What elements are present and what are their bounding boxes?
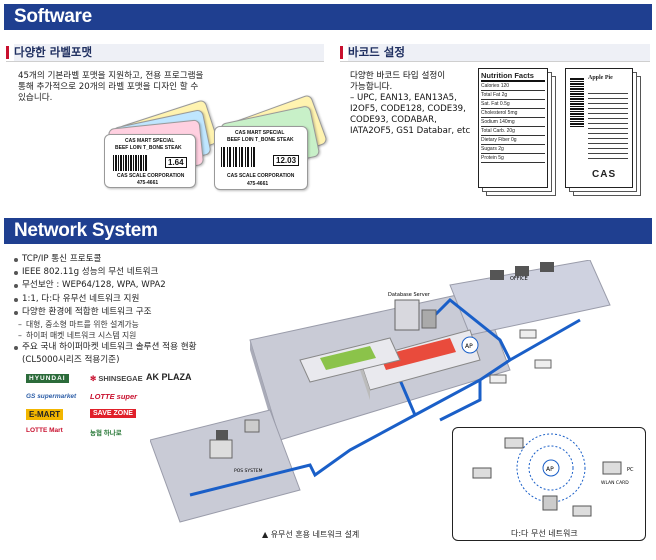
label-format-heading: 다양한 라벨포맷 bbox=[6, 44, 324, 62]
logo-lotte-mart: LOTTE Mart bbox=[26, 427, 63, 434]
ap-label: AP bbox=[465, 343, 473, 350]
software-title: Software bbox=[14, 6, 92, 27]
barcode-heading: 바코드 설정 bbox=[340, 44, 650, 62]
logo-nonghyup: 농협 하나로 bbox=[90, 430, 122, 437]
list-item: 다양한 환경에 적합한 네트워크 구조 bbox=[14, 306, 244, 319]
cas-logo: CAS bbox=[592, 169, 617, 180]
list-item: 대형, 중소형 마트를 위한 설계가능 bbox=[14, 319, 244, 330]
network-feature-list: TCP/IP 통신 프로토콜 IEEE 802.11g 성능의 무선 네트워크 … bbox=[14, 253, 244, 367]
nutrition-title: Nutrition Facts bbox=[481, 71, 545, 82]
list-item: TCP/IP 통신 프로토콜 bbox=[14, 253, 244, 266]
wired-wireless-network-diagram: AP Database Server OFFICE POS SYSTEM bbox=[150, 260, 611, 523]
logo-shinsegae: ✻ SHINSEGAE bbox=[90, 374, 143, 383]
nutrition-row: Total Fat 2g bbox=[481, 91, 545, 100]
office-label: OFFICE bbox=[510, 276, 528, 282]
list-item: 무선보안 : WEP64/128, WPA, WPA2 bbox=[14, 279, 244, 292]
logo-save-zone: SAVE ZONE bbox=[90, 409, 136, 418]
logo-emart: E-MART bbox=[26, 409, 64, 420]
inset-ap-label: AP bbox=[546, 466, 554, 473]
list-item: 하이퍼 매켓 네트워크 시스템 지원 bbox=[14, 330, 244, 341]
apple-label-illustration: Apple Pie CAS bbox=[565, 68, 645, 198]
logo-ak-plaza: AK PLAZA bbox=[146, 372, 192, 382]
nutrition-row: Total Carb. 20g bbox=[481, 127, 545, 136]
logo-lotte-super: LOTTE super bbox=[90, 392, 138, 401]
pc-label: PC bbox=[627, 467, 634, 473]
label-card-right: CAS MART SPECIAL BEEF LOIN T_BONE STEAK … bbox=[214, 126, 308, 190]
caption-many-to-many: 다:다 무선 네트워크 bbox=[511, 529, 578, 538]
network-title: Network System bbox=[14, 220, 158, 241]
logo-hyundai: HYUNDAI bbox=[26, 374, 69, 383]
nutrition-row: Calories 120 bbox=[481, 82, 545, 91]
caption-wired-wireless: ▲ 유무선 혼용 네트워크 설계 bbox=[262, 530, 360, 539]
nutrition-row: Sodium 140mg bbox=[481, 118, 545, 127]
network-banner: Network System bbox=[4, 218, 652, 244]
label-cards-illustration: CAS MART SPECIAL BEEF LOIN T_BONE STEAK … bbox=[90, 93, 330, 196]
label-card-left: CAS MART SPECIAL BEEF LOIN T_BONE STEAK … bbox=[104, 134, 196, 188]
nutrition-row: Sat. Fat 0.5g bbox=[481, 100, 545, 109]
apple-label-title: Apple Pie bbox=[588, 75, 613, 81]
database-server-label: Database Server bbox=[388, 292, 431, 298]
nutrition-row: Dietary Fiber 0g bbox=[481, 136, 545, 145]
nutrition-row: Sugars 2g bbox=[481, 145, 545, 154]
label-format-text: 45개의 기본라벨 포맷을 지원하고, 전용 프로그램을 통해 추가적으로 20… bbox=[18, 71, 204, 103]
pos-system-label: POS SYSTEM bbox=[234, 468, 263, 474]
list-item: IEEE 802.11g 성능의 무선 네트워크 bbox=[14, 266, 244, 279]
nutrition-row: Cholesterol 5mg bbox=[481, 109, 545, 118]
wlan-card-label: WLAN CARD bbox=[601, 480, 629, 486]
software-banner: Software bbox=[4, 4, 652, 30]
list-item: (CL5000시리즈 적용기준) bbox=[22, 355, 120, 366]
nutrition-row: Protein 5g bbox=[481, 154, 545, 163]
logo-gs-supermarket: GS supermarket bbox=[26, 393, 77, 400]
list-item: 주요 국내 하이퍼마켓 네트워크 솔루션 적용 현황 bbox=[14, 341, 244, 354]
barcode-text: 다양한 바코드 타입 설정이 가능합니다. – UPC, EAN13, EAN1… bbox=[350, 71, 471, 136]
list-item: 1:1, 다:다 유무선 네트워크 지원 bbox=[14, 293, 244, 306]
wireless-network-inset: AP WLAN CARD PC 다:다 무선 네트워크 bbox=[452, 427, 646, 541]
